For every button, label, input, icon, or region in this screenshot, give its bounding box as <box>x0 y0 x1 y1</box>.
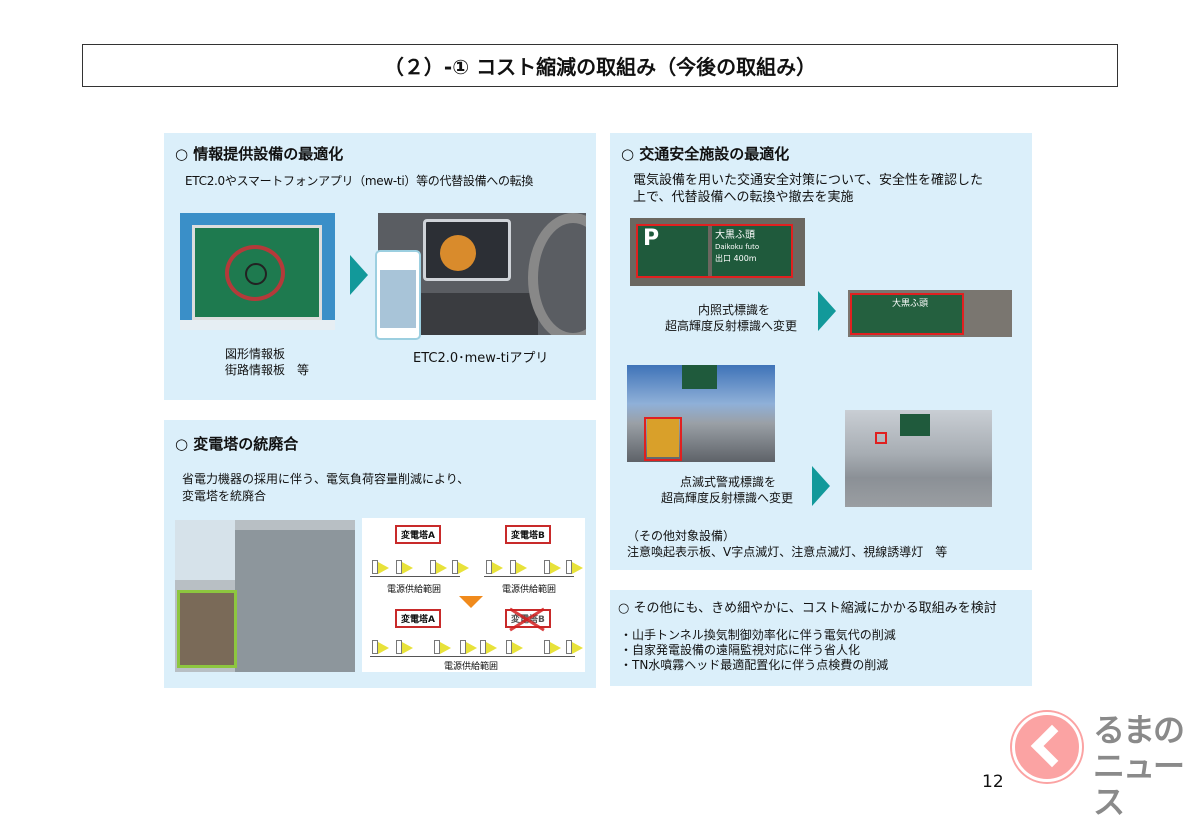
arrow-right-icon <box>818 291 836 331</box>
other-item: ・TN水噴霧ヘッド最適配置化に伴う点検費の削減 <box>620 658 889 672</box>
substation-desc-1: 省電力機器の採用に伴う、電気負荷容量削減により、 <box>182 472 470 486</box>
reflective-sign-text: 大黒ふ頭 <box>852 294 962 334</box>
supply-range-merged: 電源供給範囲 <box>444 662 499 672</box>
sign-dest: 大黒ふ頭 Daikoku futo 出口 400m <box>712 226 792 276</box>
caption-graphic-board: 図形情報板 <box>225 347 286 361</box>
reflective-warning-sign-photo <box>845 410 992 507</box>
substation-photo <box>175 520 355 672</box>
substation-heading: ○ 変電塔の統廃合 <box>175 435 299 453</box>
caption-etc-app: ETC2.0･mew-tiアプリ <box>413 351 549 366</box>
page-title: （２）-① コスト縮減の取組み（今後の取組み） <box>82 44 1118 87</box>
watermark-text: るまのニュース <box>1093 711 1185 821</box>
caption-flashing-2: 超高輝度反射標識へ変更 <box>661 491 794 505</box>
internal-lit-sign-photo: P 大黒ふ頭 Daikoku futo 出口 400m <box>630 218 805 286</box>
sign-dest-text: 大黒ふ頭 <box>715 230 755 241</box>
other-item: ・自家発電設備の遠隔監視対応に伴う省人化 <box>620 643 861 657</box>
info-heading: ○ 情報提供設備の最適化 <box>175 145 344 163</box>
other-targets-label: （その他対象設備） <box>627 529 736 543</box>
tower-b-label: 変電塔B <box>505 525 551 544</box>
other-initiatives-panel <box>610 590 1032 686</box>
safety-desc-1: 電気設備を用いた交通安全対策について、安全性を確認した <box>633 173 983 188</box>
arrow-right-icon <box>350 255 368 295</box>
other-heading: ○ その他にも、きめ細やかに、コスト縮減にかかる取組みを検討 <box>618 601 997 616</box>
caption-internal-lit-2: 超高輝度反射標識へ変更 <box>665 319 798 333</box>
caption-flashing-1: 点滅式警戒標識を <box>680 475 777 489</box>
supply-range-b: 電源供給範囲 <box>502 585 557 595</box>
sign-p-text: P <box>643 226 660 251</box>
info-desc: ETC2.0やスマートフォンアプリ（mew-ti）等の代替設備への転換 <box>185 174 534 188</box>
car-dashboard-photo <box>378 213 586 335</box>
substation-diagram: 変電塔A 変電塔B 電源供給範囲 電源供給範囲 変電塔A 変電塔B 電源供給範囲 <box>362 518 585 672</box>
reflective-sign-photo: 大黒ふ頭 <box>848 290 1012 337</box>
other-targets-list: 注意喚起表示板、V字点滅灯、注意点滅灯、視線誘導灯 等 <box>627 545 948 559</box>
page-number: 12 <box>982 772 1004 792</box>
watermark-logo-icon <box>1012 712 1082 782</box>
tower-b-removed-label: 変電塔B <box>505 609 551 628</box>
graphic-info-board-photo <box>180 213 335 330</box>
other-item: ・山手トンネル換気制御効率化に伴う電気代の削減 <box>620 628 896 642</box>
safety-desc-2: 上で、代替設備への転換や撤去を実施 <box>633 190 854 205</box>
sign-romaji-text: Daikoku futo <box>715 243 760 251</box>
down-arrow-icon <box>459 596 483 608</box>
flashing-sign-photo <box>627 365 775 462</box>
tower-a-label: 変電塔A <box>395 525 441 544</box>
substation-desc-2: 変電塔を統廃合 <box>182 489 267 503</box>
tower-a-label-after: 変電塔A <box>395 609 441 628</box>
smartphone-image <box>375 250 421 340</box>
arrow-right-icon <box>812 466 830 506</box>
sign-exit-text: 出口 400m <box>715 254 757 263</box>
supply-range-a: 電源供給範囲 <box>387 585 442 595</box>
caption-street-board: 街路情報板 等 <box>225 363 310 377</box>
safety-heading: ○ 交通安全施設の最適化 <box>621 145 790 163</box>
caption-internal-lit-1: 内照式標識を <box>698 303 771 317</box>
